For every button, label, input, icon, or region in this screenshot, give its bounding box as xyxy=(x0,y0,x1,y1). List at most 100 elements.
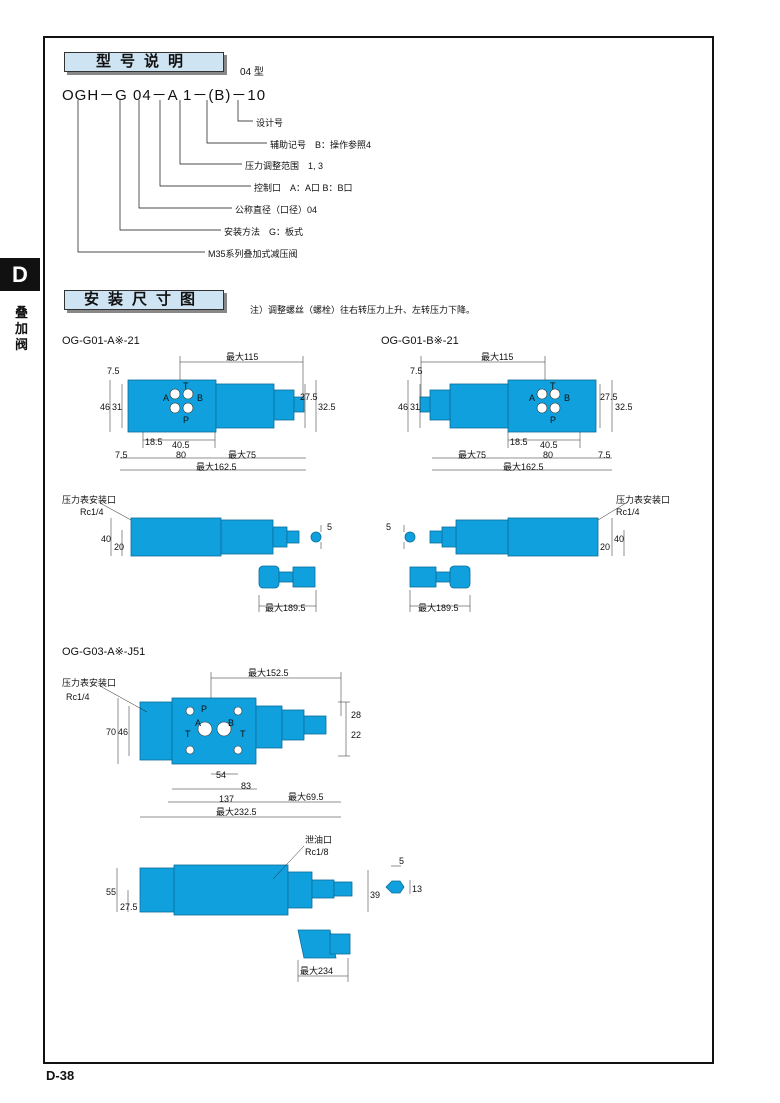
fig1-dim-18-5: 18.5 xyxy=(145,437,163,447)
fig2-dim-18-5: 18.5 xyxy=(510,437,528,447)
fig3-dim-83: 83 xyxy=(241,781,251,791)
model-code: OGH－G 04－A 1－(B)－10 xyxy=(62,87,267,104)
fig3-dims xyxy=(99,672,350,818)
install-note: 注）调整螺丝（螺栓）往右转压力上升、左转压力下降。 xyxy=(250,305,476,315)
page-number: D-38 xyxy=(46,1068,75,1083)
fig3-port-T1: T xyxy=(185,729,191,739)
fig2-port-B: B xyxy=(564,393,570,403)
fig1-dim-20: 20 xyxy=(114,542,124,552)
fig3-port-P: P xyxy=(201,704,207,714)
fig3-dim-70: 70 xyxy=(106,727,116,737)
fig3-dim-5: 5 xyxy=(399,856,404,866)
fig1-gauge-rc: Rc1/4 xyxy=(80,507,104,517)
model-heading: 型号说明 xyxy=(64,52,224,72)
fig3-dim-55: 55 xyxy=(106,887,116,897)
fig2-dims xyxy=(407,356,613,471)
fig3-dim-54: 54 xyxy=(216,770,226,780)
legend-mount-method: 安装方法 G：板式 xyxy=(224,227,304,237)
fig1-dim-80: 80 xyxy=(176,450,186,460)
fig3-dim-13: 13 xyxy=(412,884,422,894)
fig1-dim-32-5: 32.5 xyxy=(318,402,336,412)
fig3-dim-28: 28 xyxy=(351,710,361,720)
legend-pressure-range: 压力调整范围 1, 3 xyxy=(245,161,324,171)
fig1-dim-5: 5 xyxy=(327,522,332,532)
fig2-dim-20: 20 xyxy=(600,542,610,552)
fig1-side-view xyxy=(130,517,322,589)
fig2-dim-max115: 最大115 xyxy=(481,351,513,362)
fig2-dim-32-5: 32.5 xyxy=(615,402,633,412)
section-tab-letter: D xyxy=(0,258,40,291)
fig1-port-P: P xyxy=(183,415,189,425)
fig3-dim-27-5: 27.5 xyxy=(120,902,138,912)
fig1-dim-max189-5: 最大189.5 xyxy=(265,602,306,613)
install-heading: 安装尺寸图 xyxy=(64,290,224,310)
fig1-dim-7-5b: 7.5 xyxy=(115,450,128,460)
legend-series: M35系列叠加式减压阀 xyxy=(208,249,298,259)
fig2-dim-7-5b: 7.5 xyxy=(598,450,611,460)
fig2-port-T: T xyxy=(550,381,556,391)
fig3-gauge-port: 压力表安装口 xyxy=(62,677,116,688)
fig2-top-view: T A B P xyxy=(419,379,597,433)
fig3-dim-max152-5: 最大152.5 xyxy=(248,667,289,678)
fig2-dim-31: 31 xyxy=(410,402,420,412)
fig1-dims xyxy=(109,356,317,471)
fig3-dim-max234: 最大234 xyxy=(300,965,333,976)
fig1-dim-40: 40 xyxy=(101,534,111,544)
fig2-side-view xyxy=(404,517,599,589)
fig2-port-P: P xyxy=(550,415,556,425)
legend-control-port: 控制口 A：A口 B：B口 xyxy=(254,183,353,193)
model-size-note: 04 型 xyxy=(240,67,264,78)
fig1-dim-31: 31 xyxy=(112,402,122,412)
fig2-port-A: A xyxy=(529,393,535,403)
fig3-dim-max232-5: 最大232.5 xyxy=(216,806,257,817)
section-tab-title: 叠加阀 xyxy=(15,305,29,352)
fig2-gauge-rc: Rc1/4 xyxy=(616,507,640,517)
fig1-top-view: T A B P xyxy=(127,379,305,433)
model-leaders xyxy=(77,100,267,253)
fig2-dim-27-5: 27.5 xyxy=(600,392,618,402)
fig2-dim-max162-5: 最大162.5 xyxy=(503,461,544,472)
page-frame xyxy=(43,36,714,1064)
fig1-port-A: A xyxy=(163,393,169,403)
fig2-title: OG-G01-B※-21 xyxy=(381,335,459,347)
fig2-dim-40: 40 xyxy=(614,534,624,544)
fig2-dim-5: 5 xyxy=(386,522,391,532)
fig3-drain-port: 泄油口 xyxy=(305,834,332,845)
fig2-dim-max75: 最大75 xyxy=(458,449,486,460)
fig3-gauge-rc: Rc1/4 xyxy=(66,692,90,702)
fig3-side-view xyxy=(139,864,405,959)
fig3-port-T2: T xyxy=(240,729,246,739)
fig1-dim-max75: 最大75 xyxy=(228,449,256,460)
fig3-top-view: P A B T T xyxy=(139,697,327,765)
fig1-dim-40-5: 40.5 xyxy=(172,440,190,450)
fig2-dim-80: 80 xyxy=(543,450,553,460)
fig1-dim-27-5: 27.5 xyxy=(300,392,318,402)
fig3-port-A: A xyxy=(195,718,201,728)
fig2-dim-46: 46 xyxy=(398,402,408,412)
fig3-dim-22: 22 xyxy=(351,730,361,740)
fig2-gauge-port: 压力表安装口 xyxy=(616,494,670,505)
fig3-dim-137: 137 xyxy=(219,794,234,804)
fig3-dim-max69-5: 最大69.5 xyxy=(288,791,324,802)
fig1-side-dims xyxy=(99,502,322,612)
fig2-dim-7-5a: 7.5 xyxy=(410,366,423,376)
fig2-dim-40-5: 40.5 xyxy=(540,440,558,450)
fig1-dim-7-5a: 7.5 xyxy=(107,366,120,376)
fig1-dim-max115: 最大115 xyxy=(226,351,258,362)
fig1-port-B: B xyxy=(197,393,203,403)
fig3-drain-rc: Rc1/8 xyxy=(305,847,329,857)
legend-aux-mark: 辅助记号 B：操作参照4 xyxy=(270,140,372,150)
fig2-side-dims xyxy=(403,502,627,612)
fig3-port-B: B xyxy=(228,718,234,728)
fig1-gauge-port: 压力表安装口 xyxy=(62,494,116,505)
legend-design-no: 设计号 xyxy=(256,118,284,128)
fig1-dim-max162-5: 最大162.5 xyxy=(196,461,237,472)
fig2-dim-max189-5: 最大189.5 xyxy=(418,602,459,613)
fig3-dim-39: 39 xyxy=(370,890,380,900)
fig1-title: OG-G01-A※-21 xyxy=(62,335,140,347)
fig3-title: OG-G03-A※-J51 xyxy=(62,646,146,658)
legend-nominal-size: 公称直径（口径）04 xyxy=(235,205,318,215)
fig1-dim-46: 46 xyxy=(100,402,110,412)
fig3-dim-46: 46 xyxy=(118,727,128,737)
